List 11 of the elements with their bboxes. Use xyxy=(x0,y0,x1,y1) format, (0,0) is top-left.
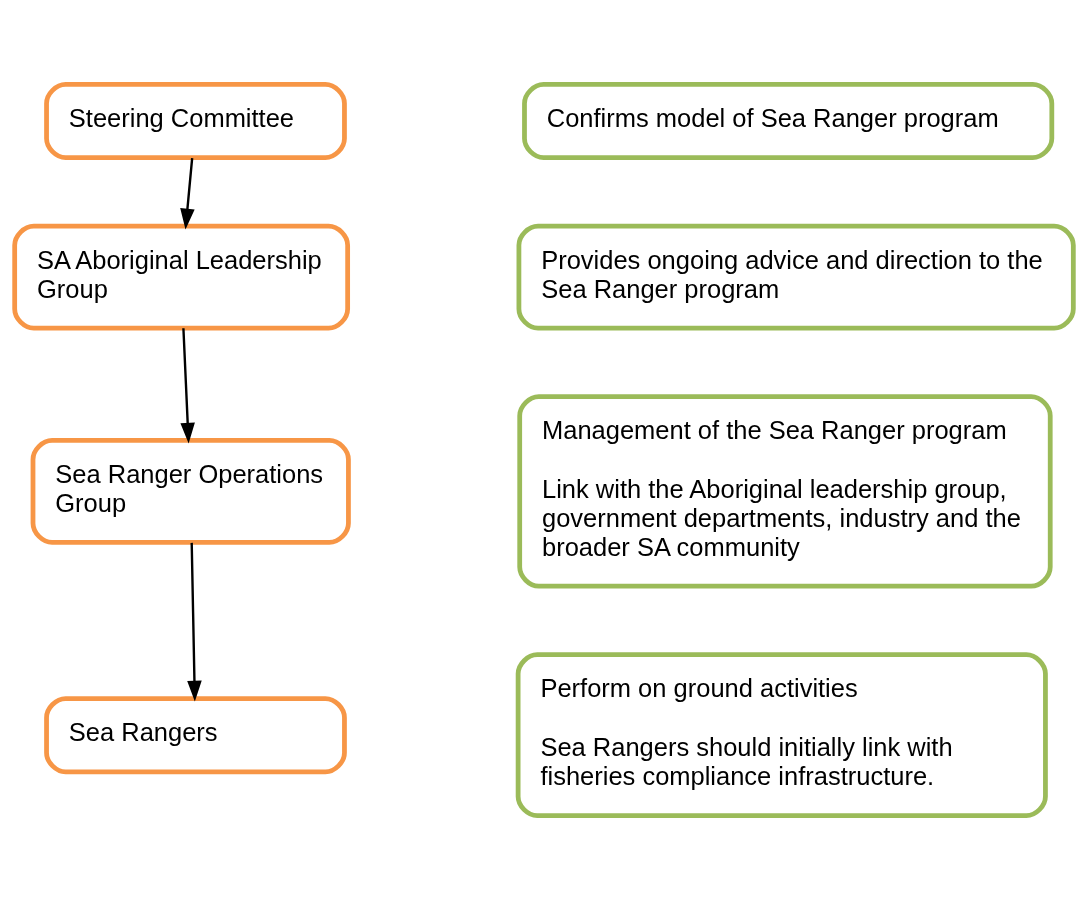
node-box: Confirms model of Sea Ranger program xyxy=(522,82,1055,161)
node-box: Management of the Sea Ranger program Link with the Aboriginal leadership group, government departments, industry and the broader SA community xyxy=(517,394,1053,589)
arrow xyxy=(180,157,195,230)
node-box: Perform on ground activities Sea Rangers should initially link with fisheries compliance infrastructure. xyxy=(515,652,1048,818)
arrow xyxy=(187,542,202,702)
node-box: Provides ongoing advice and direction to the Sea Ranger program xyxy=(516,223,1076,331)
node-box: Sea Ranger Operations Group xyxy=(30,438,351,545)
arrow xyxy=(180,328,195,444)
node-box: SA Aboriginal Leadership Group xyxy=(12,223,351,331)
node-box: Sea Rangers xyxy=(44,696,347,775)
node-box: Steering Committee xyxy=(44,82,347,161)
